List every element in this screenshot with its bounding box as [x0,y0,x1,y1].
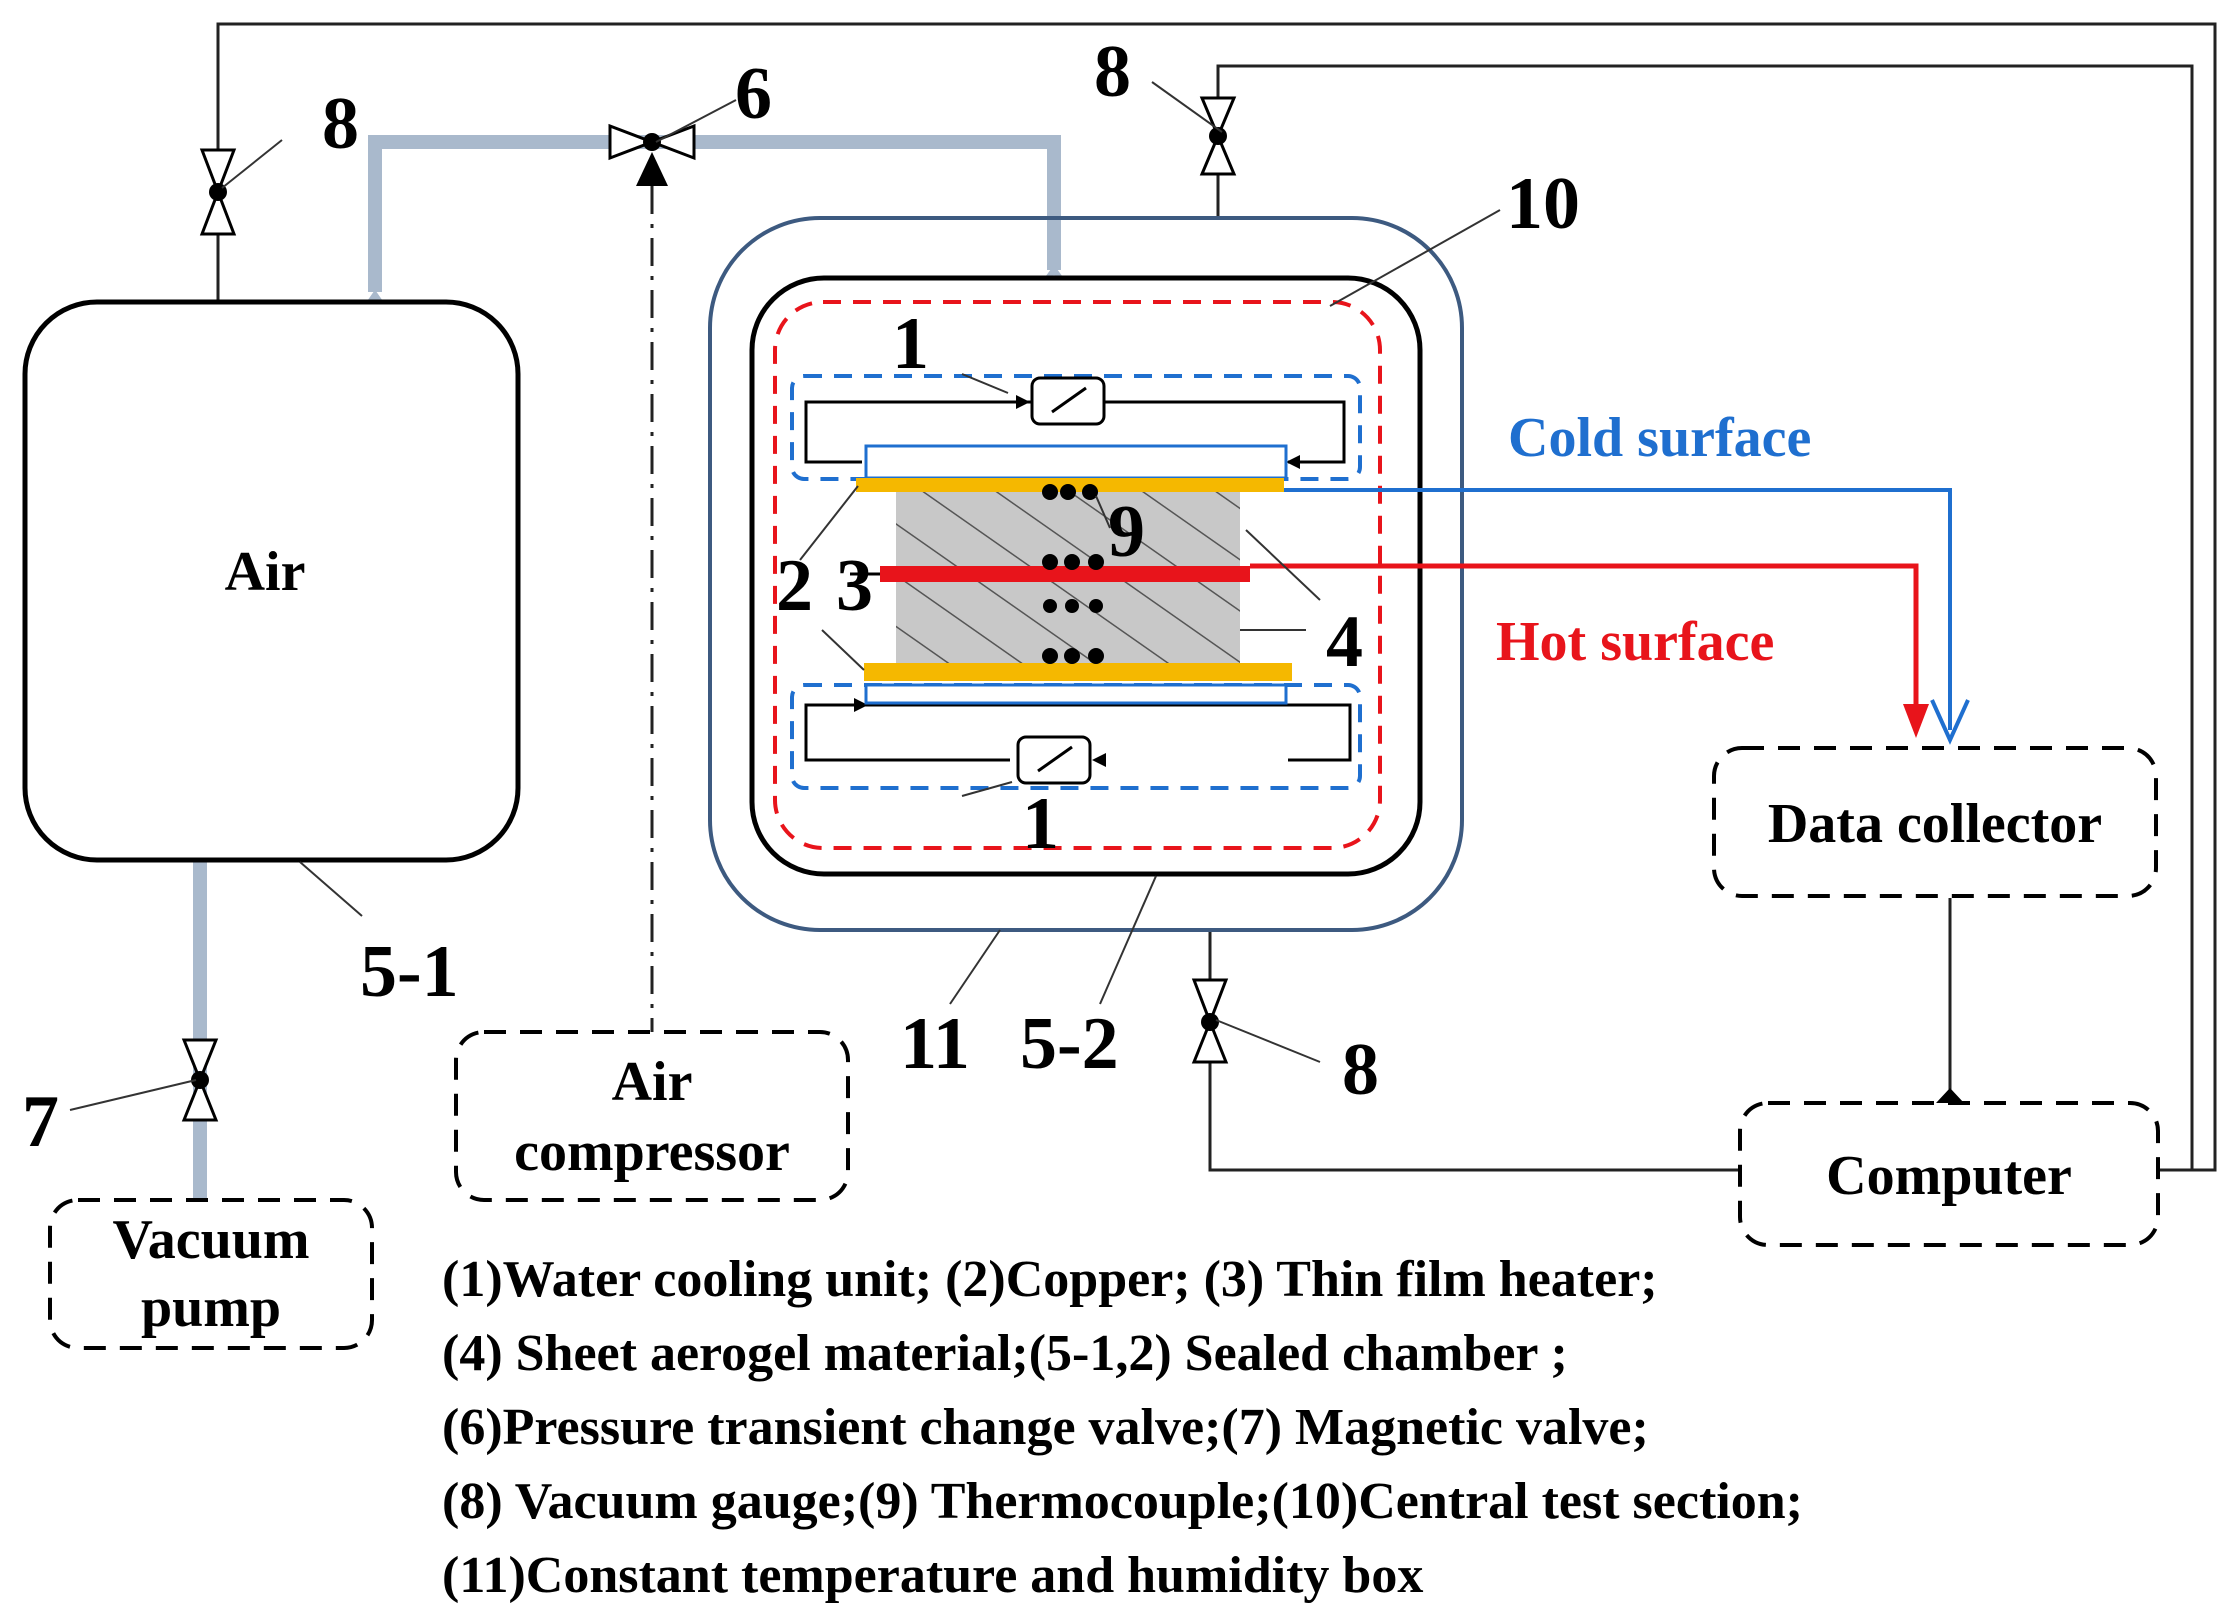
callout-1-top: 1 [892,303,929,385]
cold-plate-top [864,444,1288,480]
gas-pipes [193,135,1061,1200]
vacuum-gauge-valve-top[interactable] [1199,96,1237,176]
wire-bottom-gauge [1208,1010,1740,1172]
cold-surface-label: Cold surface [1508,407,1811,469]
thin-film-heater [880,566,1250,582]
hot-surface-arrow [1903,704,1929,738]
flow-arrow-top-right [1286,455,1300,469]
callout-leaders [69,81,1501,1111]
legend: (1)Water cooling unit; (2)Copper; (3) Th… [442,1251,1803,1604]
vacuum-gauge-valve-bottom[interactable] [1191,978,1229,1064]
callout-5-2: 5-2 [1020,1003,1119,1085]
callout-3: 3 [836,545,873,627]
aerogel-sample-top [896,492,1240,566]
callout-8-left: 8 [322,83,359,165]
callout-10: 10 [1506,163,1580,245]
vacuum-pump-box [48,1198,374,1350]
thermocouples [1042,484,1104,664]
callout-6: 6 [735,53,772,135]
flow-arrow-bottom-left [854,698,868,712]
callout-9: 9 [1108,491,1145,573]
air-tank-label: Air [225,541,306,603]
air-compressor-label-2: compressor [514,1121,790,1183]
air-compressor-box [454,1030,850,1202]
legend-line-4: (8) Vacuum gauge;(9) Thermocouple;(10)Ce… [442,1473,1803,1530]
callout-7: 7 [22,1081,59,1163]
wire-left-gauge [216,22,2217,1172]
computer-box [1738,1101,2160,1247]
data-collector-label: Data collector [1768,793,2102,855]
cold-plate-bottom [864,683,1288,705]
copper-bottom [864,663,1292,681]
callout-1-bottom: 1 [1022,783,1059,865]
air-compressor-label-1: Air [612,1051,693,1113]
constant-temp-humidity-box [708,216,1464,932]
callout-numbers: 6 8 8 8 10 1 1 2 3 4 9 5-1 5-2 11 7 [22,31,1580,1163]
flow-arrow-top [1016,395,1030,409]
callout-11: 11 [900,1003,970,1085]
magnetic-valve[interactable] [181,1038,219,1122]
air-tank [22,299,521,863]
hot-surface-line [1250,563,1919,708]
hot-surface-label: Hot surface [1496,611,1774,673]
legend-line-2: (4) Sheet aerogel material;(5-1,2) Seale… [442,1325,1568,1382]
flow-arrow-bottom [1092,753,1106,767]
callout-2: 2 [776,545,813,627]
vacuum-pump-label-2: pump [141,1277,281,1339]
pump-symbols [1016,376,1106,785]
valve-6-actuator-arrow [636,152,668,186]
cooling-loops [804,400,1352,762]
cold-surface-line [1284,488,1952,730]
legend-line-5: (11)Constant temperature and humidity bo… [442,1547,1423,1604]
central-test-section [773,300,1382,850]
legend-line-3: (6)Pressure transient change valve;(7) M… [442,1399,1649,1456]
callout-8-bottom: 8 [1342,1029,1379,1111]
callout-8-top: 8 [1094,31,1131,113]
pipe-tank-to-chamber [368,135,1061,292]
cold-surface-arrow [1930,699,1970,745]
vacuum-pump-label-1: Vacuum [112,1209,309,1271]
computer-label: Computer [1826,1145,2072,1207]
data-collector-box [1712,746,2158,898]
callout-5-1: 5-1 [360,931,459,1013]
vacuum-gauge-valve-left[interactable] [199,148,237,236]
legend-line-1: (1)Water cooling unit; (2)Copper; (3) Th… [442,1251,1658,1308]
callout-4: 4 [1326,601,1363,683]
